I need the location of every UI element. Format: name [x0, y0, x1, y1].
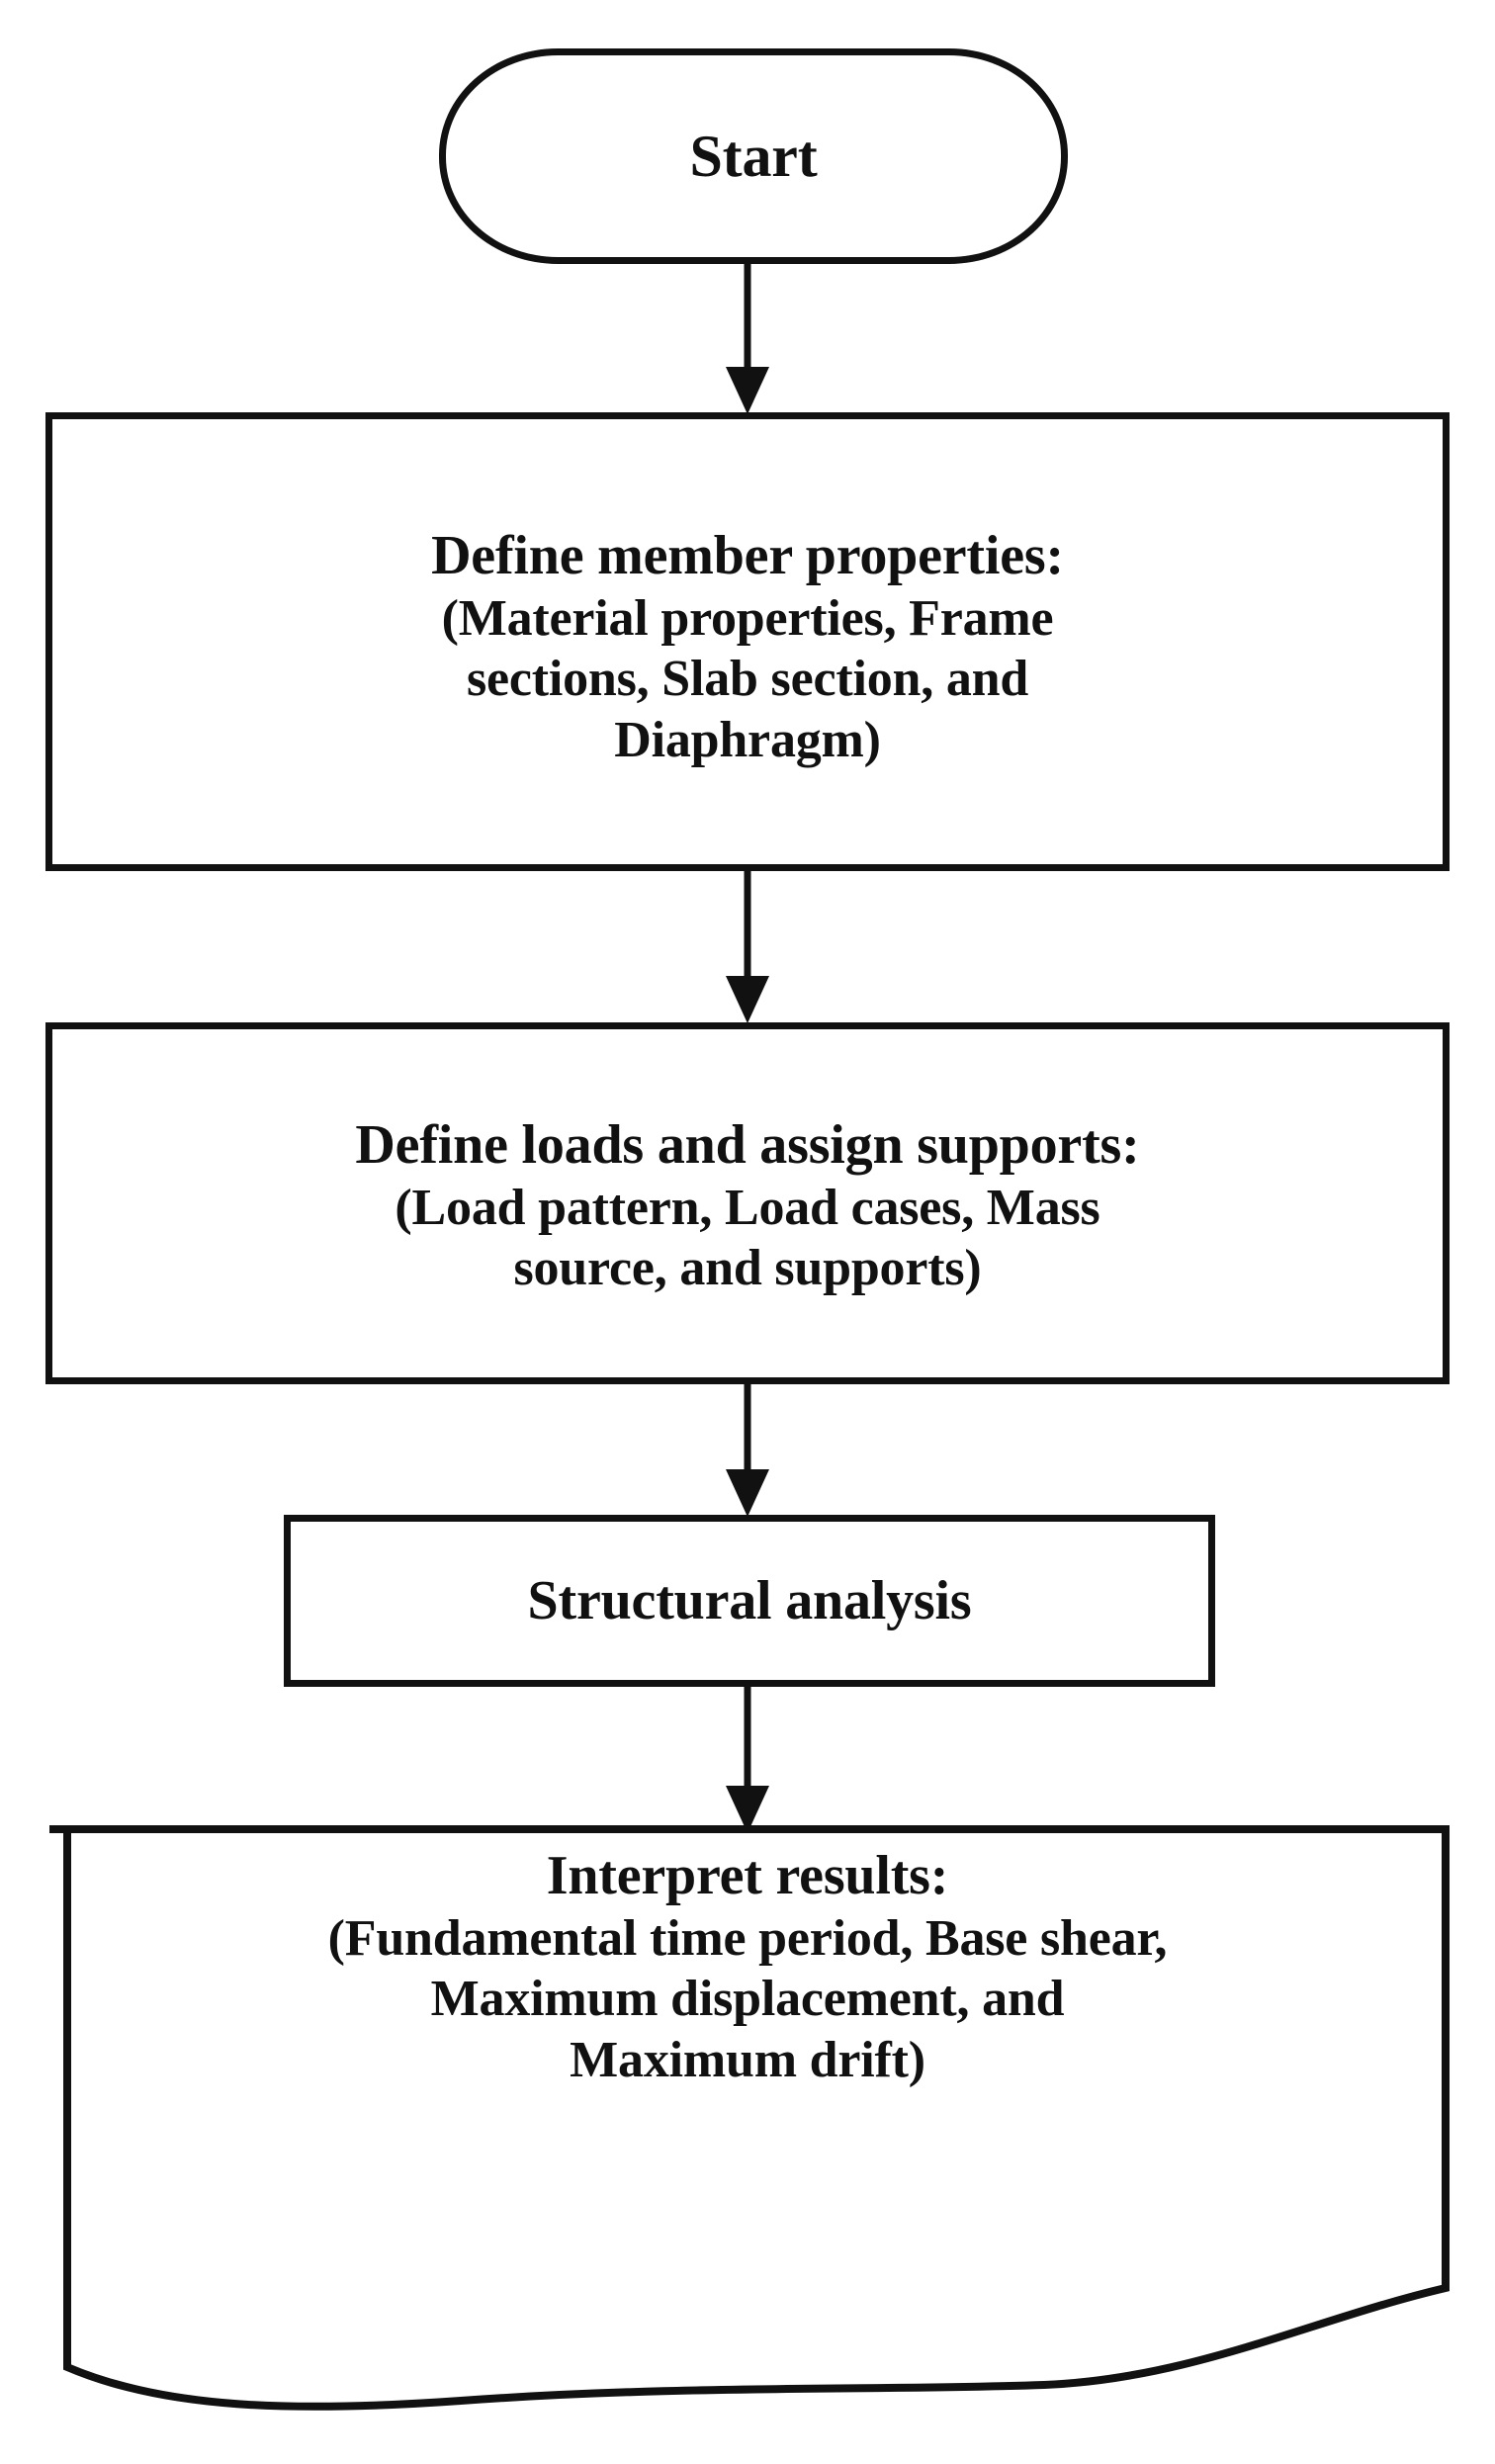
connector-member-properties-to-loads [714, 871, 781, 1023]
connector-analysis-to-interpret-results [714, 1687, 781, 1833]
node-heading: Define member properties: [431, 524, 1064, 586]
node-define-loads-and-supports[interactable]: Define loads and assign supports: (Load … [45, 1022, 1450, 1384]
node-define-member-properties[interactable]: Define member properties: (Material prop… [45, 412, 1450, 871]
node-interpret-results[interactable]: Interpret results: (Fundamental time per… [45, 1825, 1450, 2419]
node-detail-line-3: Diaphragm) [614, 711, 881, 768]
node-structural-analysis-label: Structural analysis [527, 1569, 972, 1631]
document-shape-outline [49, 1825, 1450, 2411]
node-interpret-results-text: Interpret results: (Fundamental time per… [79, 1843, 1416, 2090]
node-heading: Interpret results: [546, 1845, 949, 1906]
node-detail-line-2: source, and supports) [513, 1240, 982, 1297]
node-detail-line-2: Maximum displacement, and [430, 1971, 1065, 2028]
node-detail-line-2: sections, Slab section, and [466, 651, 1029, 708]
node-start-label: Start [689, 123, 818, 189]
node-structural-analysis[interactable]: Structural analysis [284, 1515, 1215, 1687]
node-start[interactable]: Start [439, 48, 1068, 264]
connector-start-to-member-properties [714, 264, 781, 414]
node-detail-line-1: (Material properties, Frame [441, 590, 1054, 647]
node-detail-line-3: Maximum drift) [570, 2031, 925, 2088]
node-detail-line-1: (Fundamental time period, Base shear, [327, 1910, 1168, 1968]
node-heading: Define loads and assign supports: [355, 1113, 1140, 1176]
connector-loads-to-structural-analysis [714, 1384, 781, 1517]
node-detail-line-1: (Load pattern, Load cases, Mass [395, 1179, 1100, 1236]
